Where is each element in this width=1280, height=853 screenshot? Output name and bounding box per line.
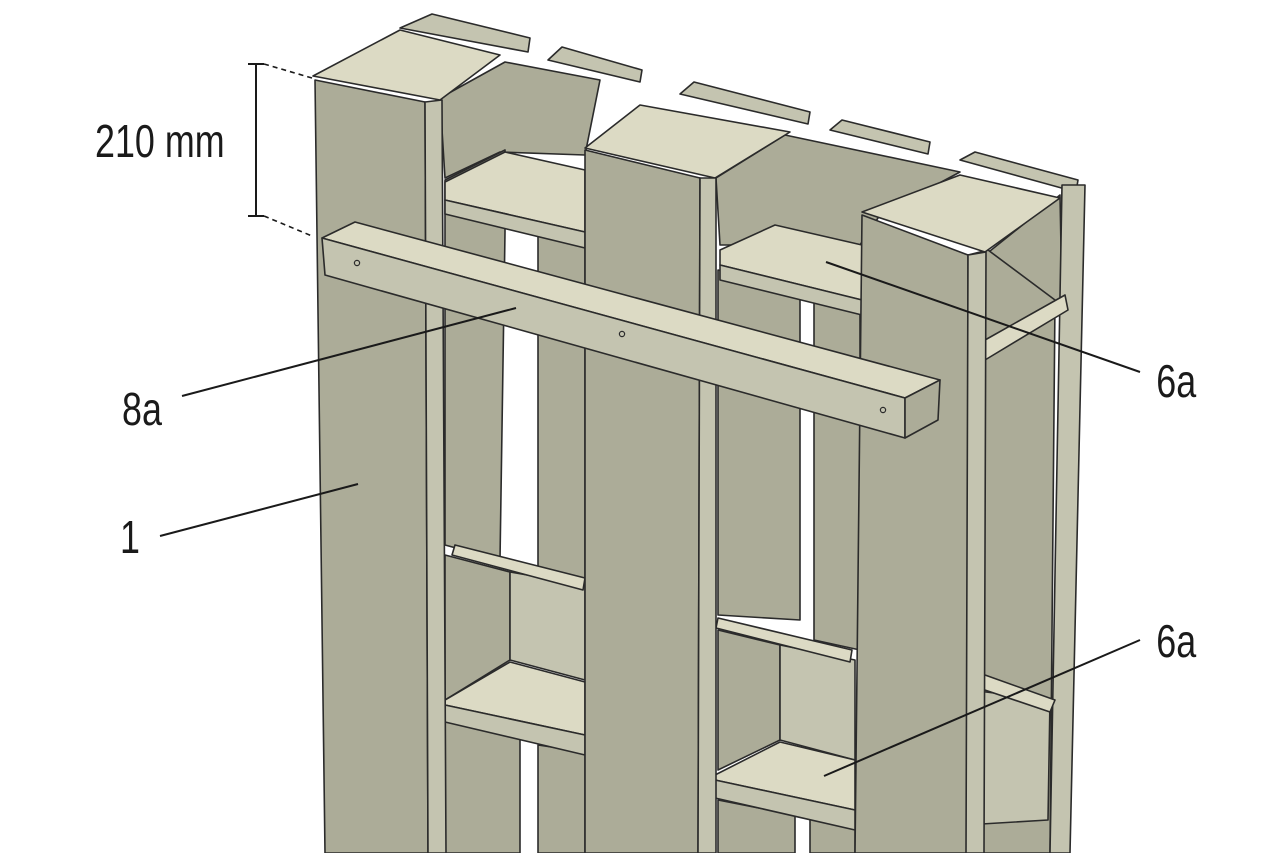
dimension-marker xyxy=(248,63,313,237)
right-lower-back xyxy=(779,644,856,761)
crossbar-label: 8a xyxy=(122,383,162,435)
left-channel xyxy=(444,149,586,853)
board-right-face xyxy=(854,214,969,853)
back-slat-4 xyxy=(829,119,931,155)
back-slats xyxy=(399,13,1079,193)
board-1-edge xyxy=(424,99,447,853)
right-frame xyxy=(964,184,1086,853)
shelf-mid-left-strip xyxy=(451,544,586,591)
board-1-face xyxy=(314,79,429,853)
dimension-label: 210 mm xyxy=(95,115,225,167)
screw-hole-1 xyxy=(353,259,361,267)
leader-6a-top xyxy=(825,261,1141,373)
crossbar-8a xyxy=(321,221,941,439)
shelf-label-top: 6a xyxy=(1156,355,1196,407)
back-slat-5 xyxy=(959,151,1079,193)
left-bottom-wall-b xyxy=(537,744,586,853)
board-1-top xyxy=(312,29,501,101)
board-right-edge xyxy=(965,251,987,853)
back-slat-3 xyxy=(679,81,811,125)
board-middle-edge xyxy=(697,177,717,853)
board-middle-face xyxy=(584,149,701,853)
shelf-label-bottom: 6a xyxy=(1156,615,1196,667)
board-label: 1 xyxy=(120,511,140,563)
gap-right-lower xyxy=(795,818,809,853)
back-slat-1 xyxy=(399,13,531,53)
leader-lines xyxy=(159,261,1141,777)
crossbar-end xyxy=(904,379,941,439)
right-inner-wall xyxy=(717,269,801,621)
shelves xyxy=(444,151,863,831)
dimension-ext-bottom xyxy=(263,215,313,237)
screw-hole-2 xyxy=(618,330,626,338)
leader-8a xyxy=(181,307,517,397)
board-middle-top xyxy=(584,104,791,179)
leader-6a-bottom xyxy=(823,639,1141,777)
gap-left-lower xyxy=(522,740,538,853)
right-edge-strip xyxy=(1049,184,1086,853)
back-slat-2 xyxy=(547,46,643,83)
leader-1 xyxy=(159,483,359,537)
board-right-top xyxy=(861,174,1061,253)
dimension-ext-top xyxy=(263,63,313,79)
screw-hole-3 xyxy=(879,406,887,414)
gap-right-upper xyxy=(800,290,814,620)
left-bottom-wall xyxy=(444,719,521,853)
